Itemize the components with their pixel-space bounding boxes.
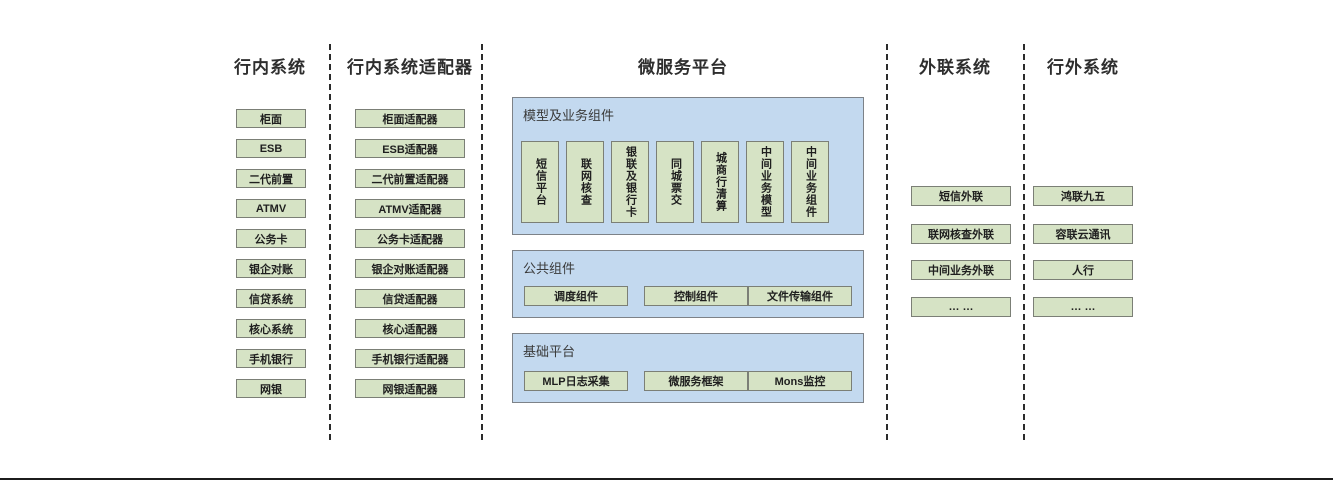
node-in-bank-adapter-3[interactable]: 二代前置适配器 bbox=[355, 169, 465, 188]
node-external-link-3[interactable]: 中间业务外联 bbox=[911, 260, 1011, 280]
node-in-bank-system-5[interactable]: 公务卡 bbox=[236, 229, 306, 248]
panel-title-base-platform: 基础平台 bbox=[523, 344, 576, 359]
panel-public-components: 公共组件 bbox=[512, 250, 864, 318]
node-public-component-2[interactable]: 控制组件 bbox=[644, 286, 748, 306]
node-external-link-1[interactable]: 短信外联 bbox=[911, 186, 1011, 206]
node-in-bank-system-3[interactable]: 二代前置 bbox=[236, 169, 306, 188]
panel-title-public-components: 公共组件 bbox=[523, 261, 576, 276]
column-divider-1 bbox=[329, 44, 331, 440]
node-model-component-3[interactable]: 银联及银行卡 bbox=[611, 141, 649, 223]
node-model-component-1[interactable]: 短信平台 bbox=[521, 141, 559, 223]
node-in-bank-system-7[interactable]: 信贷系统 bbox=[236, 289, 306, 308]
column-title-out-of-bank-systems: 行外系统 bbox=[1047, 58, 1119, 77]
node-public-component-1[interactable]: 调度组件 bbox=[524, 286, 628, 306]
node-base-platform-2[interactable]: 微服务框架 bbox=[644, 371, 748, 391]
node-in-bank-adapter-7[interactable]: 信贷适配器 bbox=[355, 289, 465, 308]
column-divider-4 bbox=[1023, 44, 1025, 440]
node-in-bank-system-1[interactable]: 柜面 bbox=[236, 109, 306, 128]
column-divider-3 bbox=[886, 44, 888, 440]
node-out-of-bank-2[interactable]: 容联云通讯 bbox=[1033, 224, 1133, 244]
node-external-link-4[interactable]: … … bbox=[911, 297, 1011, 317]
node-base-platform-1[interactable]: MLP日志采集 bbox=[524, 371, 628, 391]
column-title-in-bank-systems: 行内系统 bbox=[234, 58, 306, 77]
node-model-component-4[interactable]: 同城票交 bbox=[656, 141, 694, 223]
panel-base-platform: 基础平台 bbox=[512, 333, 864, 403]
panel-title-model-business-components: 模型及业务组件 bbox=[523, 108, 615, 123]
node-in-bank-adapter-2[interactable]: ESB适配器 bbox=[355, 139, 465, 158]
column-title-in-bank-adapters: 行内系统适配器 bbox=[347, 58, 473, 77]
node-in-bank-adapter-9[interactable]: 手机银行适配器 bbox=[355, 349, 465, 368]
node-out-of-bank-4[interactable]: … … bbox=[1033, 297, 1133, 317]
column-title-microservice-platform: 微服务平台 bbox=[638, 58, 728, 77]
node-in-bank-adapter-4[interactable]: ATMV适配器 bbox=[355, 199, 465, 218]
node-in-bank-system-9[interactable]: 手机银行 bbox=[236, 349, 306, 368]
node-external-link-2[interactable]: 联网核查外联 bbox=[911, 224, 1011, 244]
node-in-bank-adapter-8[interactable]: 核心适配器 bbox=[355, 319, 465, 338]
node-in-bank-adapter-6[interactable]: 银企对账适配器 bbox=[355, 259, 465, 278]
node-in-bank-system-8[interactable]: 核心系统 bbox=[236, 319, 306, 338]
node-public-component-3[interactable]: 文件传输组件 bbox=[748, 286, 852, 306]
node-in-bank-system-10[interactable]: 网银 bbox=[236, 379, 306, 398]
node-model-component-7[interactable]: 中间业务组件 bbox=[791, 141, 829, 223]
column-divider-2 bbox=[481, 44, 483, 440]
node-in-bank-system-2[interactable]: ESB bbox=[236, 139, 306, 158]
node-in-bank-adapter-1[interactable]: 柜面适配器 bbox=[355, 109, 465, 128]
node-model-component-5[interactable]: 城商行清算 bbox=[701, 141, 739, 223]
node-out-of-bank-3[interactable]: 人行 bbox=[1033, 260, 1133, 280]
bottom-rule bbox=[0, 478, 1333, 480]
column-title-external-link-systems: 外联系统 bbox=[919, 58, 991, 77]
node-base-platform-3[interactable]: Mons监控 bbox=[748, 371, 852, 391]
node-in-bank-adapter-10[interactable]: 网银适配器 bbox=[355, 379, 465, 398]
node-in-bank-adapter-5[interactable]: 公务卡适配器 bbox=[355, 229, 465, 248]
node-in-bank-system-6[interactable]: 银企对账 bbox=[236, 259, 306, 278]
node-model-component-2[interactable]: 联网核查 bbox=[566, 141, 604, 223]
node-in-bank-system-4[interactable]: ATMV bbox=[236, 199, 306, 218]
node-model-component-6[interactable]: 中间业务模型 bbox=[746, 141, 784, 223]
node-out-of-bank-1[interactable]: 鸿联九五 bbox=[1033, 186, 1133, 206]
